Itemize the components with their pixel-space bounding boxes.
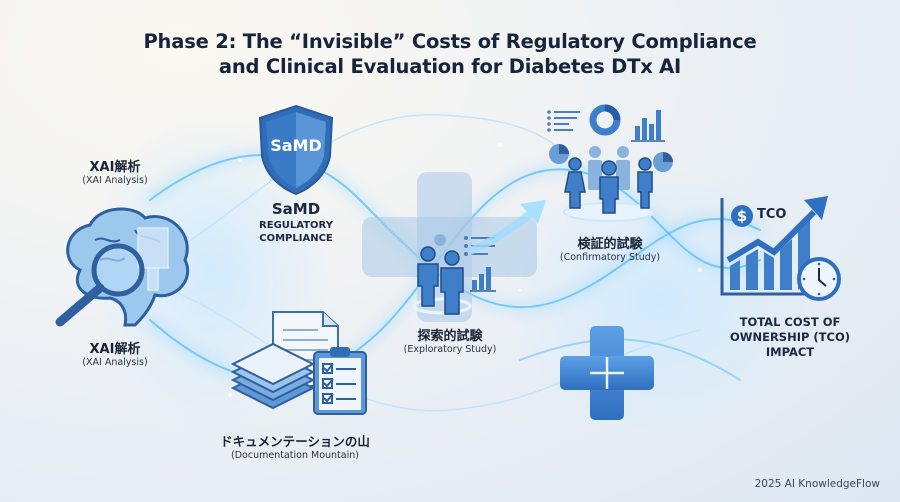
tco-label: TOTAL COST OF OWNERSHIP (TCO) IMPACT — [700, 315, 880, 360]
confirmatory-en: (Confirmatory Study) — [559, 252, 661, 263]
samd-line-2: COMPLIANCE — [259, 233, 333, 244]
xai-bottom-en: (XAI Analysis) — [82, 357, 148, 368]
xai-bottom-label: XAI解析 (XAI Analysis) — [60, 338, 170, 368]
exploratory-label: 探索的試験 (Exploratory Study) — [392, 325, 508, 355]
xai-top-jp: XAI解析 — [89, 160, 141, 175]
shield-badge-text: SaMD — [270, 136, 322, 155]
shield-icon — [256, 104, 336, 196]
exploratory-jp: 探索的試験 — [417, 329, 483, 344]
people-group-icon — [545, 104, 675, 224]
samd-line-1: REGULATORY — [259, 220, 333, 231]
exploratory-en: (Exploratory Study) — [403, 344, 497, 355]
confirmatory-label: 検証的試験 (Confirmatory Study) — [548, 233, 672, 263]
clock-icon — [796, 256, 842, 302]
title-line-1: Phase 2: The “Invisible” Costs of Regula… — [143, 30, 757, 53]
documentation-label: ドキュメンテーションの山 (Documentation Mountain) — [210, 431, 380, 461]
confirmatory-jp: 検証的試験 — [577, 237, 643, 252]
tco-line-3: IMPACT — [765, 345, 815, 359]
samd-label: SaMD REGULATORY COMPLIANCE — [240, 200, 352, 245]
samd-title: SaMD — [271, 200, 321, 218]
footer-credit: 2025 AI KnowledgeFlow — [754, 478, 880, 490]
tco-line-1: TOTAL COST OF — [739, 315, 841, 329]
xai-top-label: XAI解析 (XAI Analysis) — [60, 156, 170, 186]
medical-cross-icon — [557, 323, 657, 423]
growth-arrow-icon — [466, 196, 550, 256]
checklist-clipboard-icon — [312, 344, 368, 416]
xai-top-en: (XAI Analysis) — [82, 175, 148, 186]
brain-magnifier-icon — [50, 200, 200, 330]
xai-bottom-jp: XAI解析 — [89, 342, 141, 357]
documentation-en: (Documentation Mountain) — [231, 450, 359, 461]
tco-badge-text: TCO — [757, 207, 787, 222]
page-title: Phase 2: The “Invisible” Costs of Regula… — [0, 29, 900, 79]
dollar-icon: $ — [731, 205, 753, 227]
title-line-2: and Clinical Evaluation for Diabetes DTx… — [218, 55, 682, 78]
people-group-icon — [400, 232, 510, 322]
documentation-jp: ドキュメンテーションの山 — [220, 434, 370, 449]
tco-line-2: OWNERSHIP (TCO) — [730, 330, 850, 344]
